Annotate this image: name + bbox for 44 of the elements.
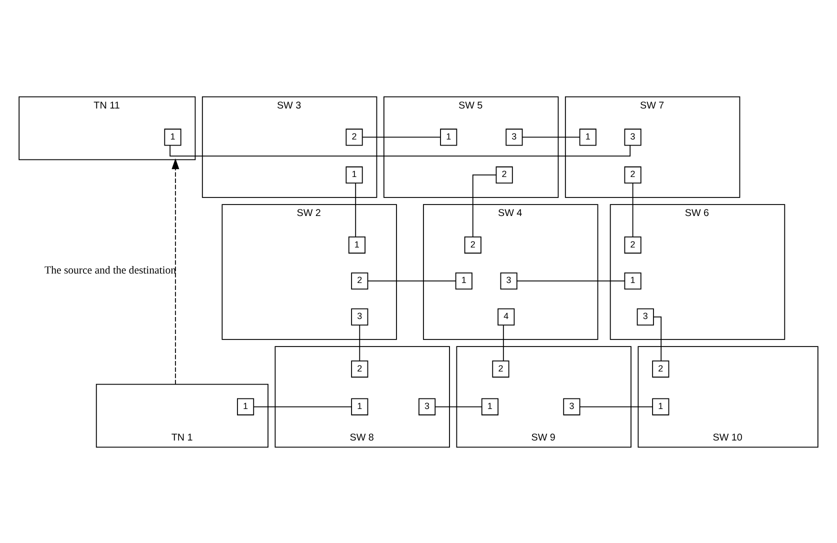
- connector: [362, 136, 441, 138]
- node-box: 2: [464, 236, 482, 254]
- node-box: 3: [500, 272, 518, 290]
- node-box: 2: [496, 166, 513, 183]
- node-box: 2: [624, 236, 642, 254]
- node-box: 1: [346, 166, 363, 183]
- node-box: 2: [652, 360, 670, 378]
- node-box: 2: [351, 360, 368, 378]
- node-box: 2: [624, 166, 642, 183]
- node-box: 1: [440, 128, 458, 146]
- arrow: [172, 158, 180, 384]
- connector: [653, 316, 662, 361]
- node-box: 2: [346, 128, 363, 146]
- edge-label: The source and the destination: [44, 264, 176, 276]
- connector: [632, 182, 634, 237]
- node-box: 1: [481, 398, 498, 415]
- connector: [522, 136, 580, 138]
- node-box: 4: [498, 308, 515, 325]
- node-box: 3: [506, 128, 523, 146]
- connector: [170, 144, 631, 156]
- node-box: 1: [237, 398, 254, 415]
- connector: [355, 182, 356, 237]
- node-box: 2: [351, 272, 368, 290]
- connector: [516, 280, 625, 281]
- node-box: 1: [579, 128, 596, 146]
- connector: [502, 324, 504, 361]
- connector: [253, 406, 352, 407]
- connector: [367, 280, 456, 281]
- node-box: 1: [351, 398, 368, 415]
- connector: [434, 406, 482, 407]
- node-box: 3: [418, 398, 436, 415]
- node-box: 3: [351, 308, 368, 325]
- node-box: 3: [624, 128, 642, 146]
- connector: [579, 406, 653, 407]
- node-box: 1: [455, 272, 472, 290]
- node-box: 1: [348, 236, 366, 254]
- node-box: 3: [636, 308, 654, 325]
- connector: [472, 174, 496, 237]
- node-box: 1: [164, 128, 182, 146]
- node-box: 1: [624, 272, 642, 290]
- node-box: 1: [652, 398, 670, 415]
- node-box: 3: [563, 398, 580, 415]
- connector: [359, 324, 360, 361]
- node-box: 2: [492, 360, 510, 378]
